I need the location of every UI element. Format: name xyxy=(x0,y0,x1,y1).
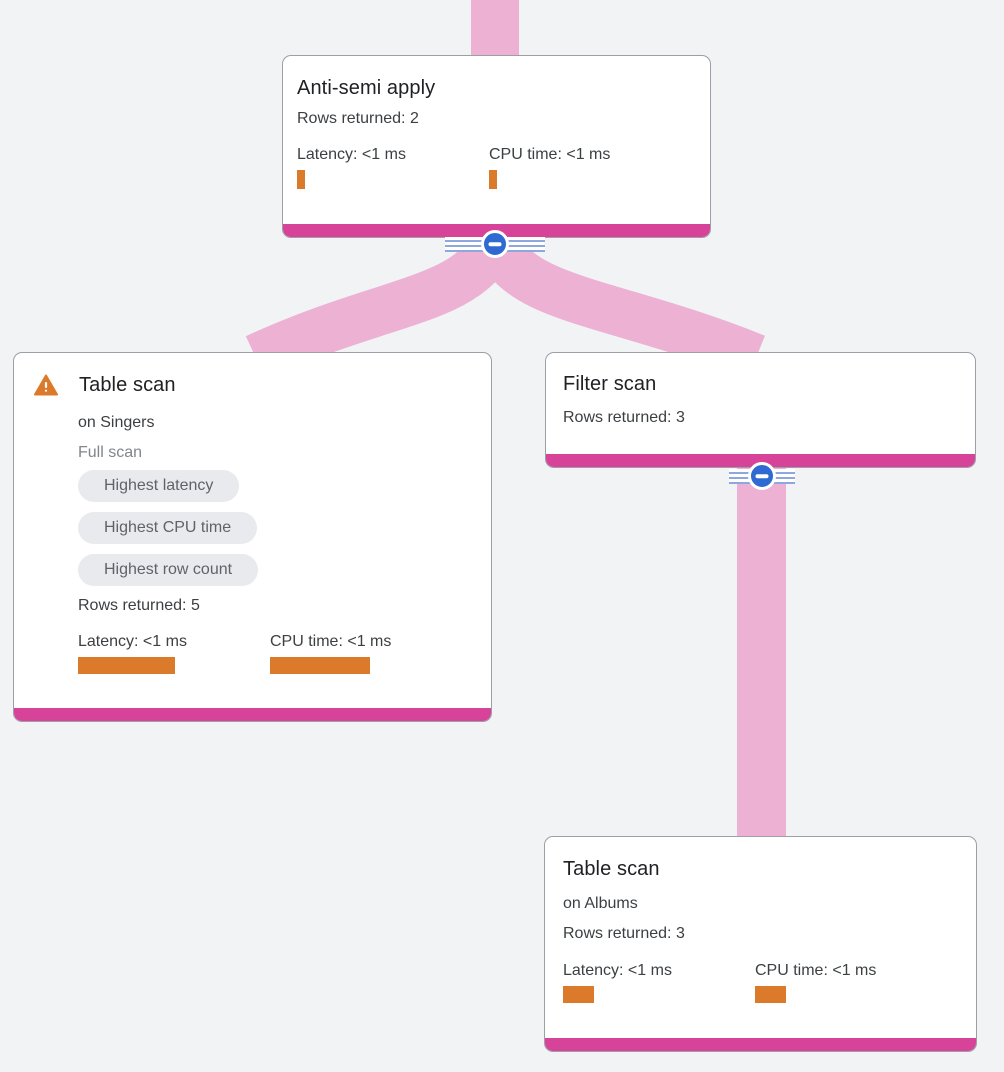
rows-returned: Rows returned: 2 xyxy=(297,110,419,127)
node-title: Table scan xyxy=(563,858,660,880)
latency-bar xyxy=(78,657,175,674)
cpu-time-bar xyxy=(755,986,786,1003)
node-accent-bar xyxy=(14,708,491,721)
warning-icon xyxy=(34,374,58,396)
node-title: Table scan xyxy=(79,374,176,396)
collapse-button[interactable] xyxy=(748,462,776,490)
latency-bar xyxy=(297,170,305,189)
latency-bar xyxy=(563,986,594,1003)
node-subtitle: on Singers xyxy=(78,414,155,431)
latency-label: Latency: <1 ms xyxy=(563,962,672,979)
latency-label: Latency: <1 ms xyxy=(297,146,406,163)
node-accent-bar xyxy=(545,1038,976,1051)
rows-returned: Rows returned: 5 xyxy=(78,597,200,614)
badge-highest-row-count: Highest row count xyxy=(78,554,259,586)
collapse-icon xyxy=(488,242,502,246)
cpu-time-bar xyxy=(270,657,370,674)
collapse-button[interactable] xyxy=(481,230,509,258)
cpu-time-label: CPU time: <1 ms xyxy=(755,962,877,979)
node-title: Anti-semi apply xyxy=(297,77,436,99)
flow-edge-left-child xyxy=(245,232,516,380)
node-accent-bar xyxy=(546,454,975,467)
latency-label: Latency: <1 ms xyxy=(78,633,187,650)
rows-returned: Rows returned: 3 xyxy=(563,409,685,426)
plan-node-table-scan-singers[interactable]: Table scan on Singers Full scan Highest … xyxy=(13,352,492,722)
badge-highest-latency: Highest latency xyxy=(78,470,240,502)
badge-highest-cpu-time: Highest CPU time xyxy=(78,512,258,544)
collapse-icon xyxy=(755,474,769,478)
full-scan-note: Full scan xyxy=(78,444,143,461)
flow-edge-right-child xyxy=(474,232,765,381)
node-title: Filter scan xyxy=(563,373,657,395)
rows-returned: Rows returned: 3 xyxy=(563,925,685,942)
cpu-time-label: CPU time: <1 ms xyxy=(270,633,392,650)
cpu-time-bar xyxy=(489,170,497,189)
plan-node-anti-semi-apply[interactable]: Anti-semi apply Rows returned: 2 Latency… xyxy=(282,55,711,238)
node-subtitle: on Albums xyxy=(563,895,638,912)
plan-node-table-scan-albums[interactable]: Table scan on Albums Rows returned: 3 La… xyxy=(544,836,977,1052)
plan-node-filter-scan[interactable]: Filter scan Rows returned: 3 xyxy=(545,352,976,468)
cpu-time-label: CPU time: <1 ms xyxy=(489,146,611,163)
